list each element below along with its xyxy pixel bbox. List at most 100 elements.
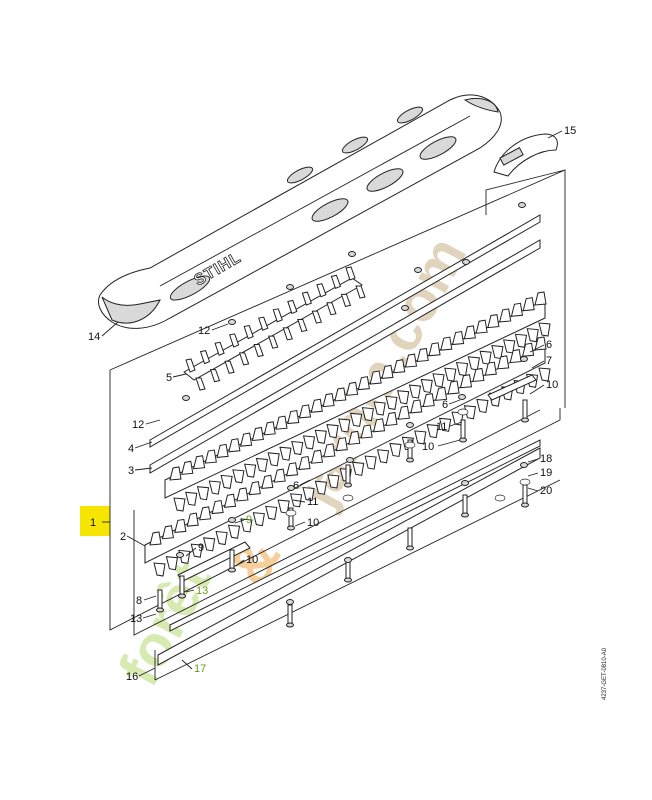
bolt bbox=[157, 589, 163, 611]
cutter-tooth bbox=[349, 412, 363, 427]
leader-line bbox=[211, 323, 229, 331]
callout-c1: 1 bbox=[90, 517, 96, 529]
watermark-green-text: forêt bbox=[106, 552, 224, 696]
frame-16 bbox=[154, 479, 561, 681]
bolt-head bbox=[406, 545, 414, 551]
cutter-tooth bbox=[345, 381, 359, 396]
gear-tooth bbox=[311, 310, 323, 324]
callout-c11a: 11 bbox=[436, 421, 447, 433]
cutter-tooth bbox=[291, 440, 304, 456]
nut bbox=[228, 517, 236, 523]
callout-c11b: 11 bbox=[307, 496, 318, 508]
nut bbox=[348, 251, 356, 257]
cutter-tooth bbox=[323, 443, 336, 458]
leader-line bbox=[527, 472, 539, 477]
cutter-tooth bbox=[335, 437, 348, 452]
cutter-tooth bbox=[215, 530, 228, 546]
cutter-tooth bbox=[287, 409, 300, 425]
callout-c14: 14 bbox=[88, 331, 100, 343]
nut bbox=[344, 557, 352, 563]
cutter-tooth bbox=[181, 460, 194, 475]
cutter-tooth bbox=[322, 393, 335, 408]
cutter-tooth bbox=[361, 407, 374, 422]
cutter-tooth bbox=[327, 474, 340, 489]
cutter-tooth bbox=[451, 330, 465, 346]
callout-c19: 19 bbox=[540, 467, 552, 479]
callout-c10c: 10 bbox=[307, 517, 319, 529]
callout-c3: 3 bbox=[128, 465, 134, 477]
nut bbox=[346, 457, 354, 463]
gear-bar bbox=[183, 266, 366, 391]
nut bbox=[182, 395, 190, 401]
bolt-head bbox=[521, 502, 529, 508]
gear-tooth bbox=[243, 324, 254, 340]
top-cutter-blade bbox=[164, 291, 551, 512]
cutter-tooth bbox=[240, 518, 253, 533]
bolt-head bbox=[286, 622, 294, 628]
gear-tooth bbox=[258, 316, 269, 331]
washer bbox=[457, 408, 469, 416]
cutter-tooth bbox=[509, 349, 522, 364]
cutter-tooth bbox=[243, 463, 257, 478]
cutter-tooth bbox=[416, 347, 429, 363]
cutter-tooth bbox=[459, 374, 473, 389]
bolt-head bbox=[461, 512, 469, 518]
cutter-tooth bbox=[285, 462, 299, 477]
cutter-tooth bbox=[161, 525, 175, 540]
cutter-tooth bbox=[216, 443, 229, 458]
cutter-tooth bbox=[521, 342, 535, 357]
washer bbox=[404, 441, 416, 449]
cutter-tooth bbox=[410, 399, 423, 414]
cutter-tooth bbox=[169, 466, 182, 481]
cutter-tooth bbox=[211, 499, 224, 515]
cutter-tooth bbox=[479, 350, 492, 365]
cutter-tooth bbox=[428, 342, 441, 357]
leader-line bbox=[292, 499, 306, 503]
leader-line bbox=[294, 521, 306, 527]
cutter-tooth bbox=[334, 387, 347, 402]
cutter-tooth bbox=[273, 468, 286, 483]
cutter-tooth bbox=[298, 455, 311, 471]
cutter-tooth bbox=[279, 446, 292, 461]
nut bbox=[228, 319, 236, 325]
cutter-tooth bbox=[252, 512, 265, 527]
leader-line bbox=[185, 547, 197, 557]
nut bbox=[401, 305, 409, 311]
cutter-tooth bbox=[514, 333, 528, 348]
cutter-tooth bbox=[373, 401, 386, 416]
callout-c10b: 10 bbox=[422, 441, 434, 453]
bolt-head bbox=[459, 437, 467, 443]
cutter-tooth bbox=[497, 355, 510, 370]
sub-assembly-frame bbox=[133, 408, 561, 636]
cutter-tooth bbox=[534, 336, 547, 351]
nut bbox=[520, 462, 528, 468]
cutter-tooth bbox=[499, 308, 512, 323]
callout-c2: 2 bbox=[120, 531, 126, 543]
leader-line bbox=[143, 595, 157, 601]
nut bbox=[462, 259, 470, 265]
cutter-tooth bbox=[199, 506, 212, 521]
leader-line bbox=[531, 360, 545, 369]
cutter-tooth bbox=[526, 328, 539, 343]
cutter-tooth bbox=[326, 424, 339, 439]
leader-line bbox=[529, 384, 545, 395]
bolt-head bbox=[228, 567, 236, 573]
callout-c12a: 12 bbox=[198, 325, 210, 337]
cutter-tooth bbox=[196, 486, 210, 501]
callout-c10a: 10 bbox=[546, 379, 558, 391]
cutter-tooth bbox=[223, 493, 237, 508]
bolt bbox=[462, 494, 468, 516]
washer bbox=[519, 478, 531, 486]
cutter-tooth bbox=[487, 314, 500, 329]
gear-tooth bbox=[330, 274, 342, 290]
lower-rail bbox=[157, 447, 541, 666]
cutter-tooth bbox=[248, 481, 261, 496]
cutter-tooth bbox=[467, 356, 480, 371]
bolt-head bbox=[287, 525, 295, 531]
cutter-tooth bbox=[385, 395, 398, 410]
leader-line bbox=[448, 399, 461, 405]
cutter-tooth bbox=[534, 291, 547, 306]
cutter-tooth bbox=[267, 452, 280, 467]
cutter-tooth bbox=[432, 373, 445, 388]
